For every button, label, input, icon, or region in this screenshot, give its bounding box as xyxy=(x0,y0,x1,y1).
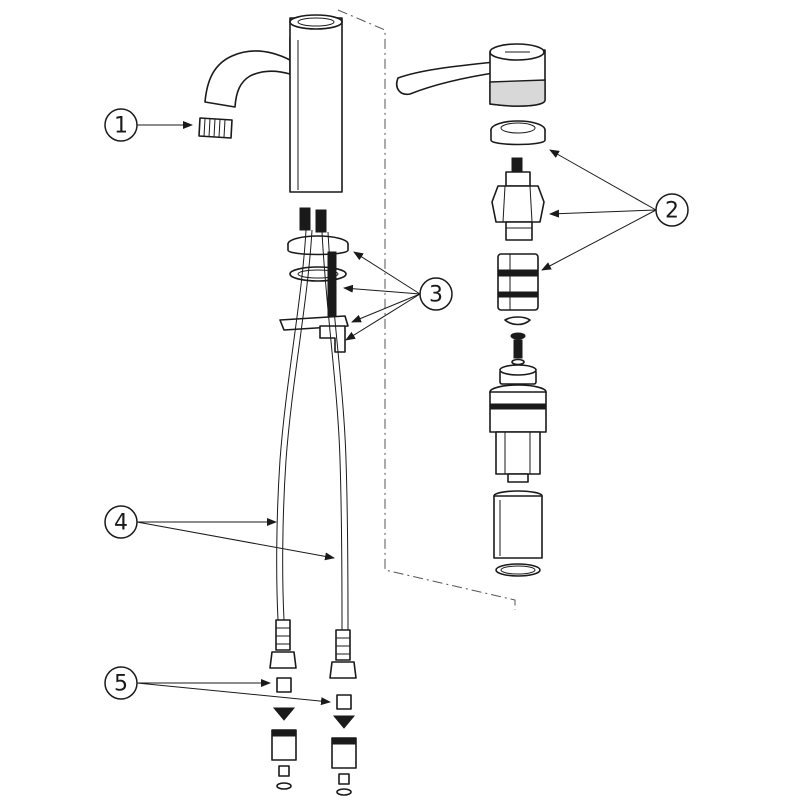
pin-and-spacer xyxy=(499,339,537,385)
callout-4-label: 4 xyxy=(114,511,128,536)
faucet-body xyxy=(204,14,343,193)
sleeve-and-seal xyxy=(493,490,543,577)
assembly-axis-lines xyxy=(337,9,516,610)
callout-4: 4 xyxy=(104,505,138,539)
middle-cartridge xyxy=(497,253,539,340)
leader-lines xyxy=(136,121,657,706)
thermostatic-cartridge xyxy=(489,384,547,483)
callout-1-label: 1 xyxy=(114,114,128,139)
callout-2-label: 2 xyxy=(665,199,679,224)
callout-5: 5 xyxy=(104,666,138,700)
callout-2: 2 xyxy=(655,193,689,227)
aerator-part xyxy=(198,117,233,139)
callout-3: 3 xyxy=(419,277,453,311)
callout-1: 1 xyxy=(104,108,138,142)
flexible-hoses-part xyxy=(269,229,357,679)
upper-cartridge xyxy=(491,157,545,241)
callout-3-label: 3 xyxy=(429,283,443,308)
callout-5-label: 5 xyxy=(114,672,128,697)
handle-lever xyxy=(395,43,546,107)
filters-connectors-part xyxy=(271,677,357,796)
cartridge-cap xyxy=(490,120,546,146)
mounting-kit-part xyxy=(279,207,349,353)
